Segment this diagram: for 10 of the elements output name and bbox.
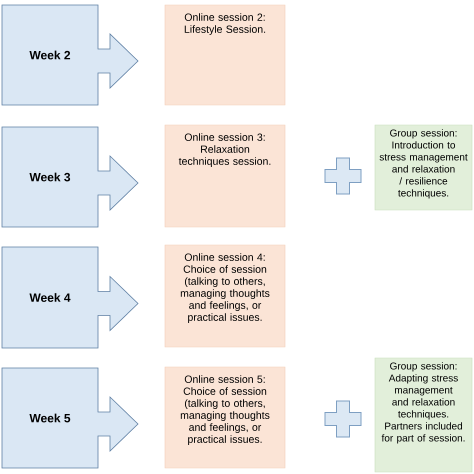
- session-box: Online session 4: Choice of session (talking to others, managing thoughts and feelings, or practical issues.: [164, 244, 286, 348]
- session-box: Online session 5: Choice of session (talking to others, managing thoughts and feelings, or practical issues.: [164, 366, 286, 468]
- session-box: Online session 3: Relaxation techniques session.: [164, 124, 286, 228]
- week-arrow-box: Week 4: [2, 246, 139, 348]
- week-arrow-box: Week 2: [2, 4, 139, 106]
- week-arrow-box: Week 5: [2, 368, 139, 468]
- group-session-box: Group session: Adapting stress management and relaxation techniques. Partners included for part of session.: [374, 358, 472, 472]
- week-arrow-box: Week 3: [2, 126, 139, 228]
- group-session-box: Group session: Introduction to stress management and relaxation / resilience techniques.: [374, 124, 472, 210]
- session-box: Online session 2: Lifestyle Session.: [164, 4, 286, 106]
